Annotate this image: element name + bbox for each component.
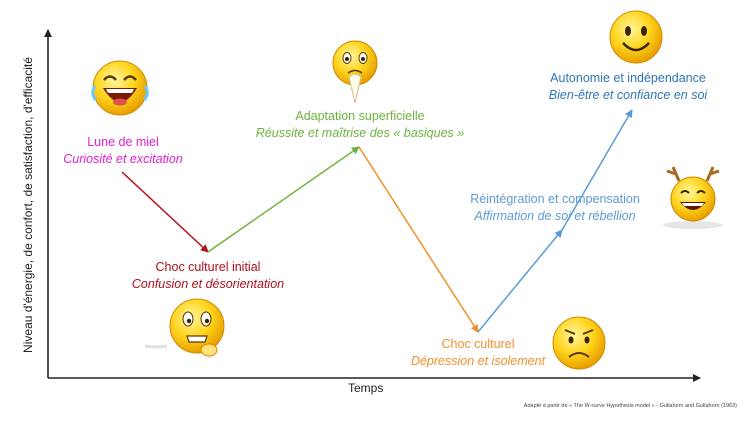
curve-segment-reintegration-to-autonomy bbox=[561, 109, 633, 231]
phase-title: Choc culturel bbox=[441, 337, 515, 351]
curve-segment-honeymoon-to-shock bbox=[121, 171, 209, 253]
phase-subtitle: Bien-être et confiance en soi bbox=[548, 88, 708, 102]
worried-emoji bbox=[552, 316, 606, 370]
phase-label-depression: Choc culturel Dépression et isolement bbox=[411, 337, 545, 368]
phase-subtitle: Curiosité et excitation bbox=[63, 152, 183, 166]
curve-segment-depression-to-reintegration bbox=[477, 229, 563, 333]
phase-label-honeymoon: Lune de miel Curiosité et excitation bbox=[63, 135, 183, 166]
x-axis-title: Temps bbox=[348, 381, 384, 395]
curve-segment-shock-to-adaptation bbox=[207, 146, 360, 253]
phase-title: Autonomie et indépendance bbox=[550, 71, 706, 85]
phase-label-initial-shock: Choc culturel initial Confusion et désor… bbox=[132, 260, 284, 291]
source-credit: Adapté à partir de « The W-curve Hypothe… bbox=[523, 403, 737, 409]
reindeer-emoji bbox=[663, 166, 723, 229]
laughing-emoji bbox=[91, 60, 149, 116]
phase-title: Adaptation superficielle bbox=[295, 109, 425, 123]
phase-title: Réintégration et compensation bbox=[470, 192, 640, 206]
phase-subtitle: Confusion et désorientation bbox=[131, 277, 285, 291]
phase-label-autonomy: Autonomie et indépendance Bien-être et c… bbox=[549, 71, 707, 102]
y-axis-title: Niveau d'énergie, de confort, de satisfa… bbox=[21, 57, 35, 353]
phase-subtitle: Réussite et maîtrise des « basiques » bbox=[255, 126, 465, 140]
phase-subtitle: Affirmation de soi et rébellion bbox=[474, 209, 636, 223]
phase-label-reintegration: Réintégration et compensation Affirmatio… bbox=[470, 192, 640, 223]
phase-subtitle: Dépression et isolement bbox=[410, 354, 546, 368]
praying-emoji bbox=[332, 40, 378, 104]
phase-label-adaptation: Adaptation superficielle Réussite et maî… bbox=[256, 109, 464, 140]
smiling-emoji bbox=[609, 10, 663, 64]
phase-title: Choc culturel initial bbox=[155, 260, 261, 274]
nervous-emoji bbox=[144, 298, 225, 357]
phase-title: Lune de miel bbox=[87, 135, 159, 149]
curve-segment-adaptation-to-depression bbox=[358, 146, 479, 333]
